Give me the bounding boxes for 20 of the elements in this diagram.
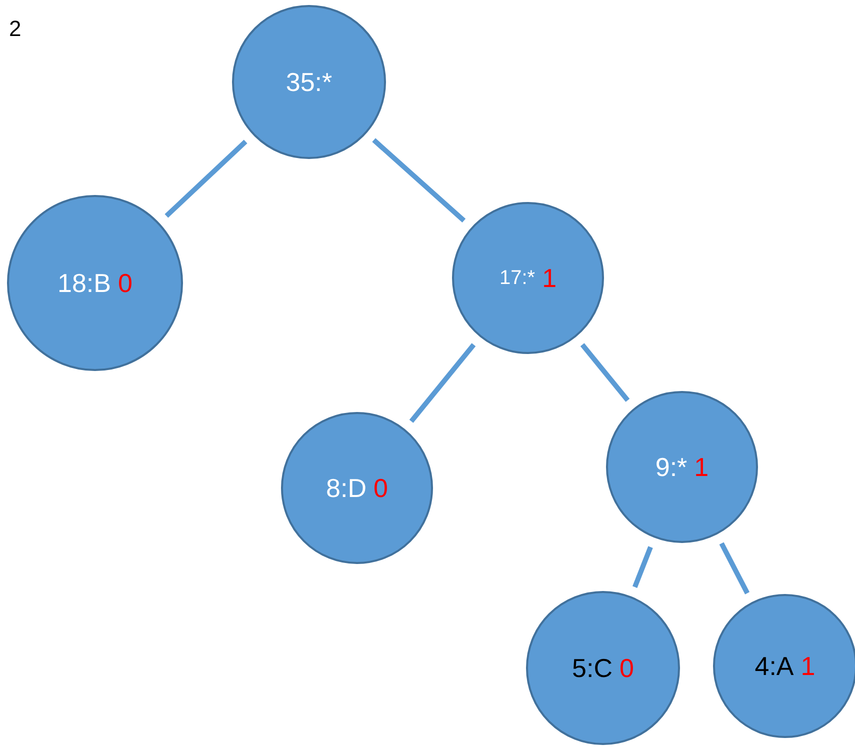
code-bit: 1 [542, 262, 557, 294]
tree-edge-line [164, 140, 248, 218]
tree-edge-line [409, 343, 476, 423]
node-label: 17:* [499, 266, 536, 290]
code-bit: 0 [620, 652, 634, 684]
code-bit: 0 [374, 472, 388, 504]
node-label: 18:B [58, 268, 112, 298]
code-bit: 1 [694, 452, 709, 482]
tree-edge-line [580, 343, 630, 402]
tree-edge-line [719, 542, 750, 594]
code-bit: 1 [800, 650, 816, 682]
figure-number: 2 [9, 16, 22, 42]
node-label: 5:C [572, 652, 612, 684]
tree-edge-line [372, 138, 466, 222]
tree-edge-line [632, 546, 653, 588]
node-label: 9:* [655, 452, 688, 482]
node-label: 8:D [326, 472, 366, 504]
node-label: 4:A [754, 650, 794, 682]
code-bit: 0 [118, 268, 132, 298]
node-label: 35:* [286, 66, 332, 98]
